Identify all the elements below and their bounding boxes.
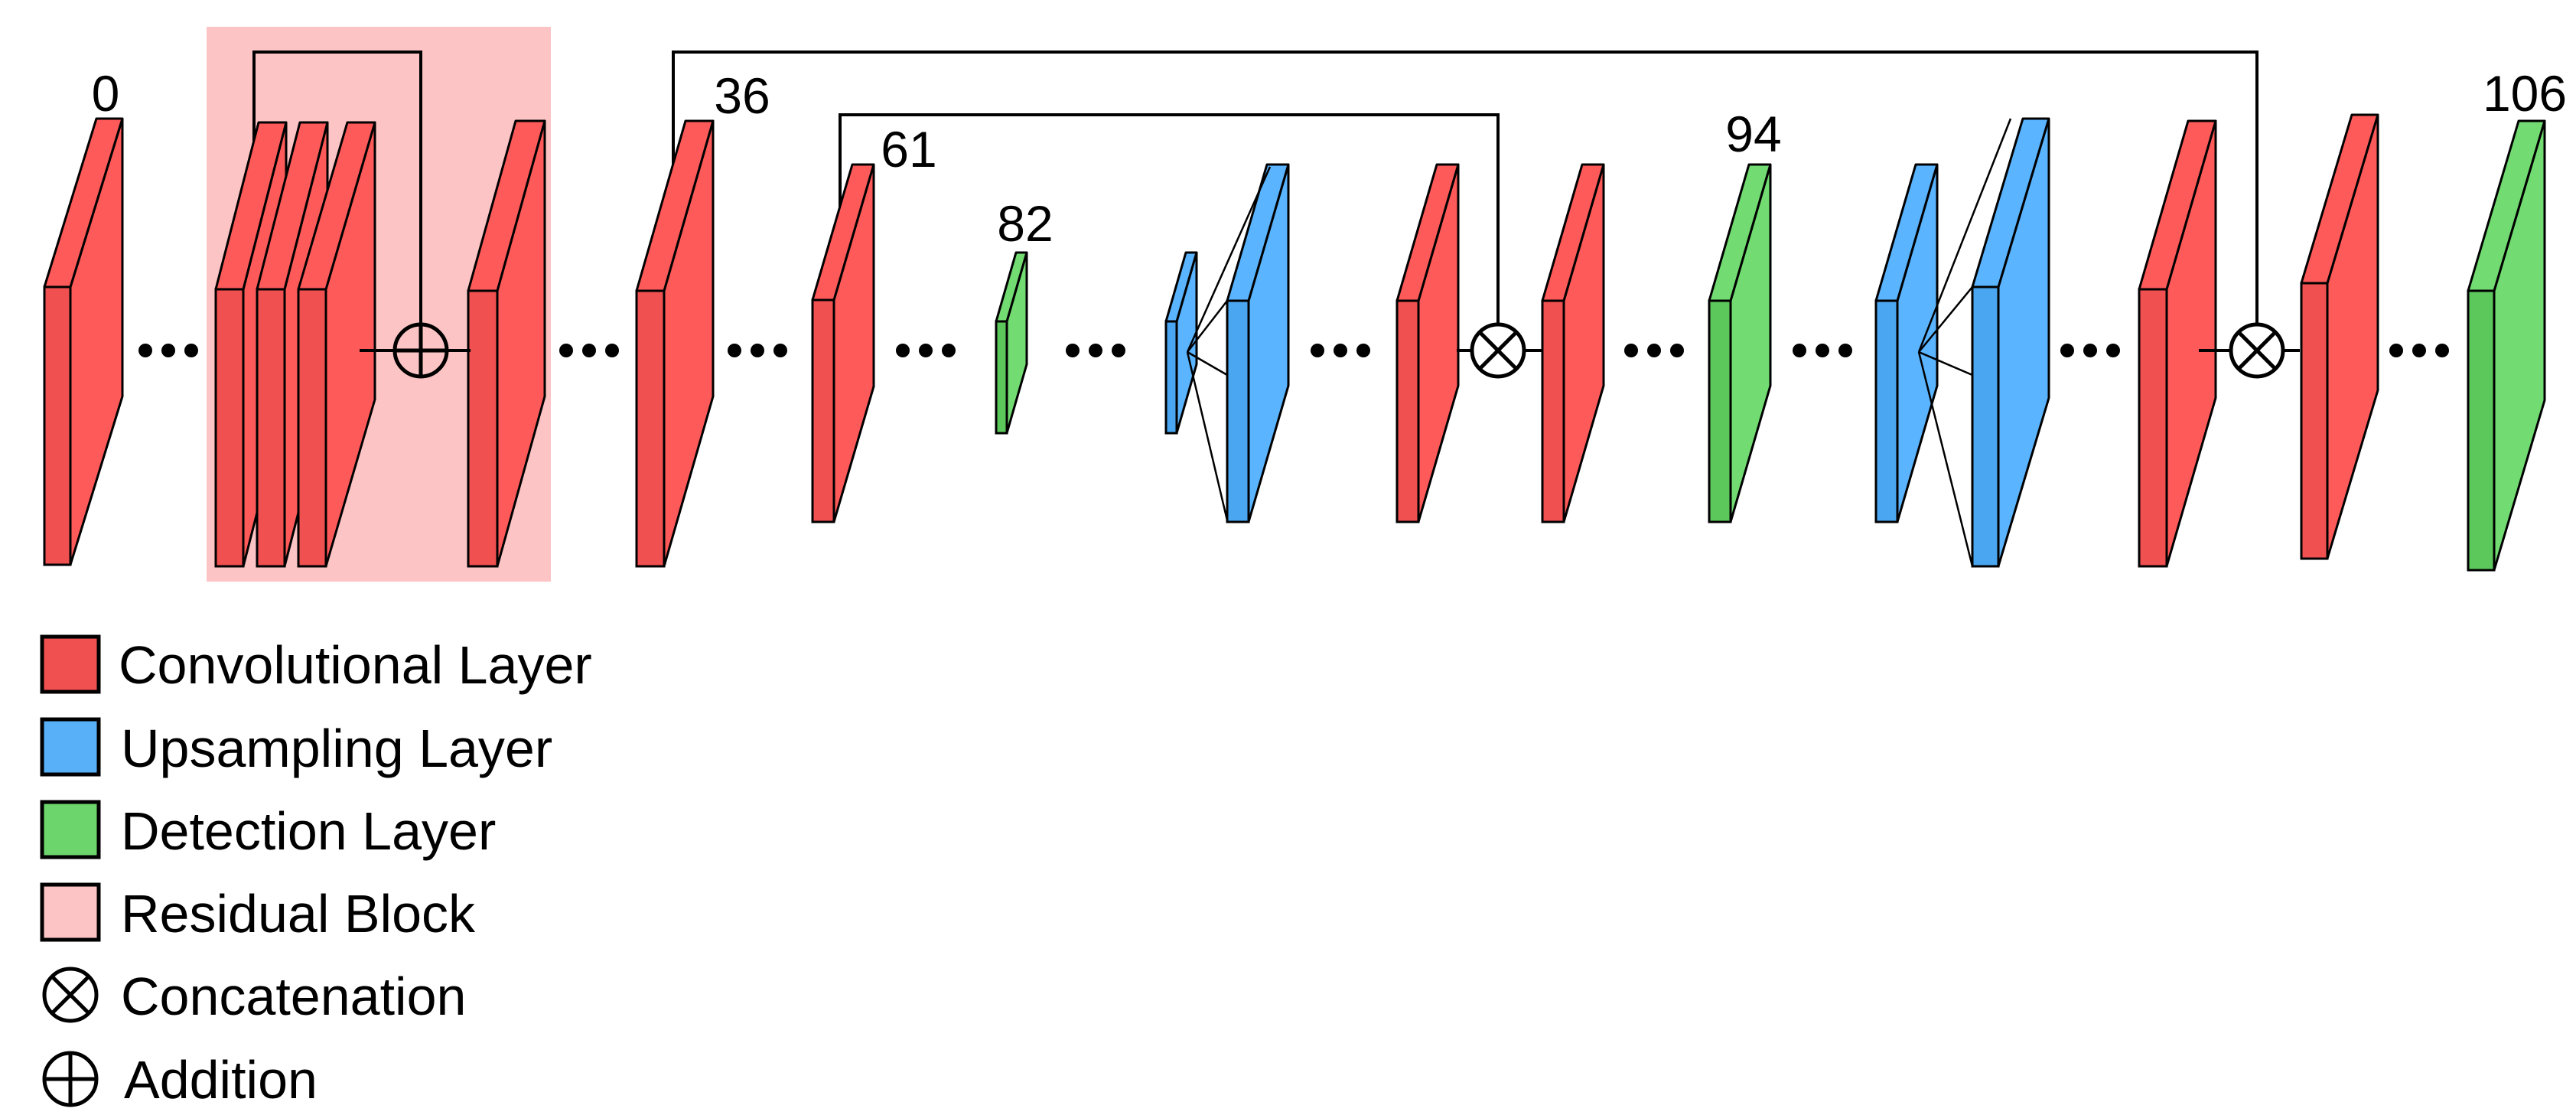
upsample-1-small-slab-front xyxy=(1164,320,1178,435)
skip-connections xyxy=(252,51,2258,350)
upsample-1-large-slab-front xyxy=(1226,299,1250,523)
upsample-1-large-slab xyxy=(1226,163,1290,523)
residual-conv-3-slab xyxy=(297,121,376,568)
residual-skip-line xyxy=(252,51,422,331)
layer-label-36: 36 xyxy=(714,67,770,124)
layer-label-106: 106 xyxy=(2483,65,2567,122)
legend-swatch-convolutional xyxy=(40,634,101,694)
upsample-fan-lines xyxy=(1186,118,2012,567)
layer-label-61: 61 xyxy=(881,121,936,178)
ellipsis-7 xyxy=(1624,344,1684,357)
layer-61-slab xyxy=(811,163,875,523)
residual-conv-2-slab-front xyxy=(256,288,286,568)
upsample-2-large-slab xyxy=(1971,117,2050,568)
legend-swatch-detection xyxy=(40,800,101,859)
layer-61-slab-front xyxy=(811,298,835,523)
ellipsis-3 xyxy=(728,344,787,357)
layer-36-slab-front xyxy=(635,289,666,568)
layer-106-slab-front xyxy=(2467,289,2496,572)
route-61-to-concat-1 xyxy=(839,113,1500,331)
legend-swatch-upsampling xyxy=(40,717,101,777)
layer-stack xyxy=(43,113,2546,572)
layer-label-0: 0 xyxy=(92,65,120,122)
residual-conv-1-slab-front xyxy=(214,288,245,568)
legend-swatch-residual xyxy=(40,882,101,942)
concatenation-operator-2 xyxy=(2229,322,2285,379)
route-36-to-concat-2 xyxy=(672,51,2258,350)
ellipsis-10 xyxy=(2389,344,2449,357)
ellipsis-8 xyxy=(1793,344,1852,357)
layer-label-82: 82 xyxy=(997,195,1053,252)
conv-after-concat-1-slab xyxy=(1541,163,1605,523)
concat-1-input-slab xyxy=(1395,163,1460,523)
upsample-2-large-slab-front xyxy=(1971,285,2000,568)
legend-label-upsampling: Upsampling Layer xyxy=(121,719,552,778)
ellipsis-6 xyxy=(1311,344,1370,357)
layer-106-slab xyxy=(2467,119,2546,572)
residual-conv-3-slab-front xyxy=(297,288,327,568)
legend: Convolutional Layer Upsampling Layer Det… xyxy=(40,634,592,1110)
upsample-2-small-slab xyxy=(1874,163,1939,523)
layer-0-slab-front xyxy=(43,285,72,566)
legend-label-convolutional: Convolutional Layer xyxy=(119,635,592,695)
residual-conv-4-slab xyxy=(467,119,546,568)
residual-conv-4-slab-front xyxy=(467,289,499,568)
concat-2-input-slab xyxy=(2138,119,2217,568)
concat-2-input-slab-front xyxy=(2138,288,2168,568)
ellipsis-9 xyxy=(2060,344,2120,357)
layer-82-slab-front xyxy=(995,320,1008,435)
addition-operator xyxy=(392,322,449,379)
ellipsis-5 xyxy=(1066,344,1125,357)
upsample-2-small-slab-front xyxy=(1874,299,1899,523)
legend-addition-icon xyxy=(42,1051,99,1107)
ellipsis-markers xyxy=(138,344,2449,357)
conv-after-concat-2-slab xyxy=(2300,113,2379,560)
legend-label-addition: Addition xyxy=(124,1050,318,1110)
legend-concatenation-icon xyxy=(42,967,99,1023)
upsample-1-small-slab xyxy=(1164,251,1198,435)
legend-label-detection: Detection Layer xyxy=(121,801,496,861)
ellipsis-4 xyxy=(896,344,956,357)
layer-label-94: 94 xyxy=(1725,106,1781,162)
legend-label-concatenation: Concatenation xyxy=(121,967,466,1026)
layer-94-slab xyxy=(1708,163,1772,523)
layer-0-slab xyxy=(43,117,124,566)
concat-1-input-slab-front xyxy=(1395,299,1420,523)
concatenation-operator-1 xyxy=(1470,322,1526,379)
ellipsis-1 xyxy=(138,344,198,357)
layer-94-slab-front xyxy=(1708,299,1732,523)
legend-label-residual: Residual Block xyxy=(121,884,476,944)
conv-after-concat-2-slab-front xyxy=(2300,282,2329,560)
layer-82-slab xyxy=(995,251,1028,435)
ellipsis-2 xyxy=(559,344,619,357)
conv-after-concat-1-slab-front xyxy=(1541,299,1565,523)
layer-36-slab xyxy=(635,119,715,568)
